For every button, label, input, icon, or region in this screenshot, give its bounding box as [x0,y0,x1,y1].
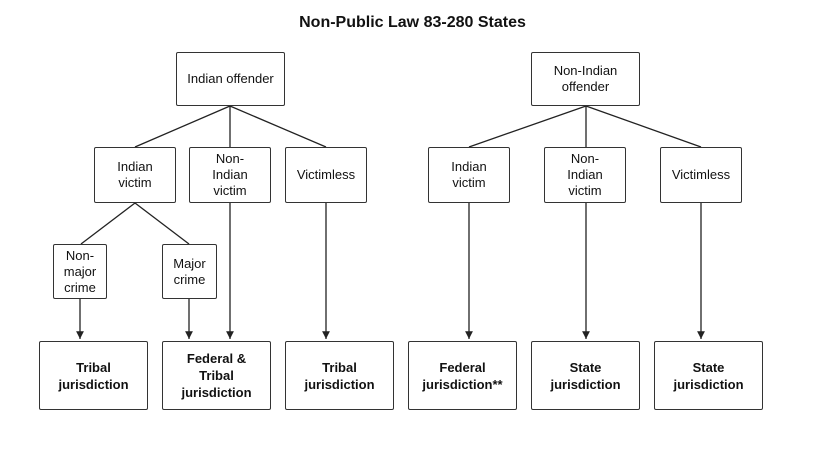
node-major-crime: Major crime [162,244,217,299]
node-non-major-crime: Non- major crime [53,244,107,299]
node-left-victimless: Victimless [285,147,367,203]
edge [80,202,136,245]
edge [585,105,702,148]
node-non-indian-offender: Non-Indian offender [531,52,640,106]
edge [468,105,587,148]
edge [134,105,231,148]
node-left-non-indian-victim: Non- Indian victim [189,147,271,203]
result-tribal-jurisdiction-victimless: Tribal jurisdiction [285,341,394,410]
node-indian-offender: Indian offender [176,52,285,106]
edge [134,202,190,245]
node-right-indian-victim: Indian victim [428,147,510,203]
result-tribal-jurisdiction: Tribal jurisdiction [39,341,148,410]
diagram-title: Non-Public Law 83-280 States [299,14,526,31]
node-right-victimless: Victimless [660,147,742,203]
result-state-jurisdiction: State jurisdiction [531,341,640,410]
result-federal-tribal-jurisdiction: Federal & Tribal jurisdiction [162,341,271,410]
edge [229,105,327,148]
result-federal-jurisdiction: Federal jurisdiction** [408,341,517,410]
node-right-non-indian-victim: Non- Indian victim [544,147,626,203]
result-state-jurisdiction-victimless: State jurisdiction [654,341,763,410]
node-left-indian-victim: Indian victim [94,147,176,203]
